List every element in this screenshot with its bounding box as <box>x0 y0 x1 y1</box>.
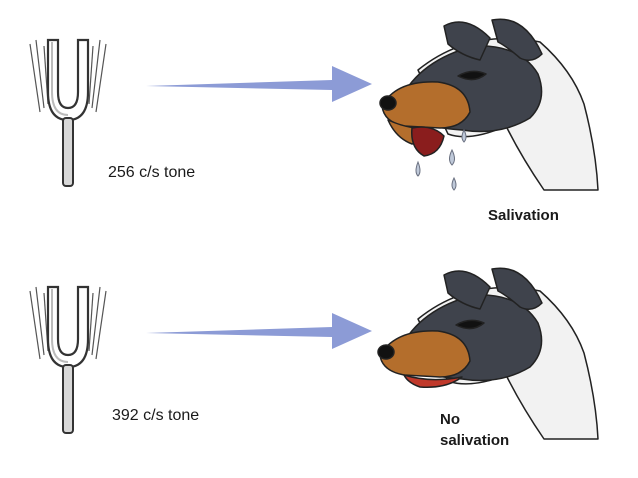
trial-256-figure <box>0 0 638 239</box>
response-label: Salivation <box>488 205 559 226</box>
tuning-fork-icon <box>30 40 106 186</box>
dog-head-icon <box>380 19 598 190</box>
tone-label: 392 c/s tone <box>112 407 199 425</box>
trial-392-panel: 392 c/s tone No salivation <box>0 239 638 478</box>
response-line: Salivation <box>488 205 559 226</box>
response-line: No <box>440 409 509 430</box>
response-label: No salivation <box>440 409 509 451</box>
tuning-fork-icon <box>30 287 106 433</box>
right-arrow-icon <box>146 313 372 349</box>
trial-392-figure <box>0 239 638 478</box>
tone-label: 256 c/s tone <box>108 164 195 182</box>
trial-256-panel: 256 c/s tone Salivation <box>0 0 638 239</box>
response-line: salivation <box>440 430 509 451</box>
right-arrow-icon <box>146 66 372 102</box>
